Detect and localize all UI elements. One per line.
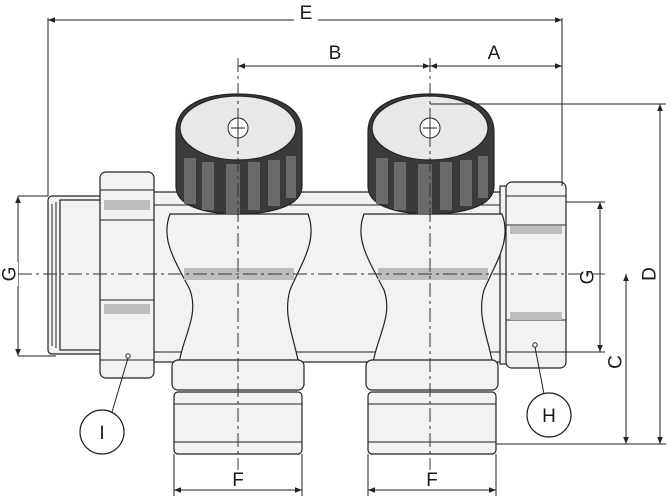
right-valve bbox=[360, 213, 506, 455]
callout-leader-h bbox=[534, 346, 545, 395]
left-nut bbox=[47, 171, 155, 379]
right-handwheel bbox=[367, 93, 495, 215]
dim-label-d: D bbox=[640, 267, 661, 281]
dimension-labels: E B A G G C D F F bbox=[0, 3, 661, 491]
left-handwheel bbox=[175, 93, 303, 215]
dim-label-c: C bbox=[606, 355, 627, 369]
dim-label-g-right: G bbox=[578, 270, 599, 285]
right-nut bbox=[499, 181, 567, 369]
dim-label-a: A bbox=[488, 43, 501, 64]
callout-circle-h bbox=[526, 392, 572, 438]
dim-label-b: B bbox=[329, 43, 342, 64]
callout-label-i: I bbox=[99, 423, 104, 444]
callout-label-h: H bbox=[542, 406, 556, 427]
dim-label-f-left: F bbox=[232, 470, 244, 491]
callouts: I H bbox=[79, 346, 572, 455]
extension-lines bbox=[18, 18, 666, 496]
dim-label-f-right: F bbox=[426, 470, 438, 491]
left-valve bbox=[166, 213, 312, 455]
dim-label-g-left: G bbox=[0, 267, 21, 282]
callout-circle-i bbox=[79, 409, 125, 455]
dim-label-e: E bbox=[300, 3, 313, 24]
callout-leader-i bbox=[111, 357, 129, 413]
center-lines bbox=[18, 58, 605, 470]
